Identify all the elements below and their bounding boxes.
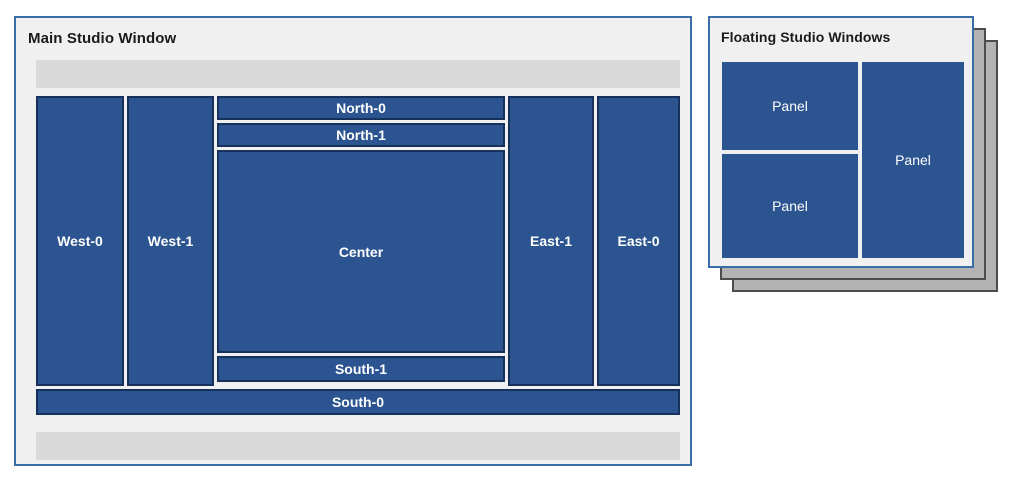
dock-panel-north-0[interactable]: North-0 [217,96,505,120]
main-window-title: Main Studio Window [28,30,177,47]
dock-panel-south-1[interactable]: South-1 [217,356,505,382]
dock-panel-west-0[interactable]: West-0 [36,96,124,386]
dock-panel-center[interactable]: Center [217,150,505,353]
dock-panel-north-1[interactable]: North-1 [217,123,505,147]
floating-window-title: Floating Studio Windows [721,29,891,45]
bottom-status-strip[interactable] [36,432,680,460]
floating-panel-2[interactable]: Panel [862,62,964,258]
dock-panel-east-1[interactable]: East-1 [508,96,594,386]
floating-windows-cluster: Floating Studio Windows Panel Panel Pane… [708,16,1008,306]
dock-panel-west-1[interactable]: West-1 [127,96,214,386]
dock-panel-east-0[interactable]: East-0 [597,96,680,386]
top-toolbar-strip[interactable] [36,60,680,88]
dock-panel-south-0[interactable]: South-0 [36,389,680,415]
floating-panel-1[interactable]: Panel [722,154,858,258]
floating-panel-0[interactable]: Panel [722,62,858,150]
floating-studio-window[interactable]: Floating Studio Windows Panel Panel Pane… [708,16,974,268]
main-studio-window[interactable]: Main Studio Window West-0 West-1 North-0… [14,16,692,466]
